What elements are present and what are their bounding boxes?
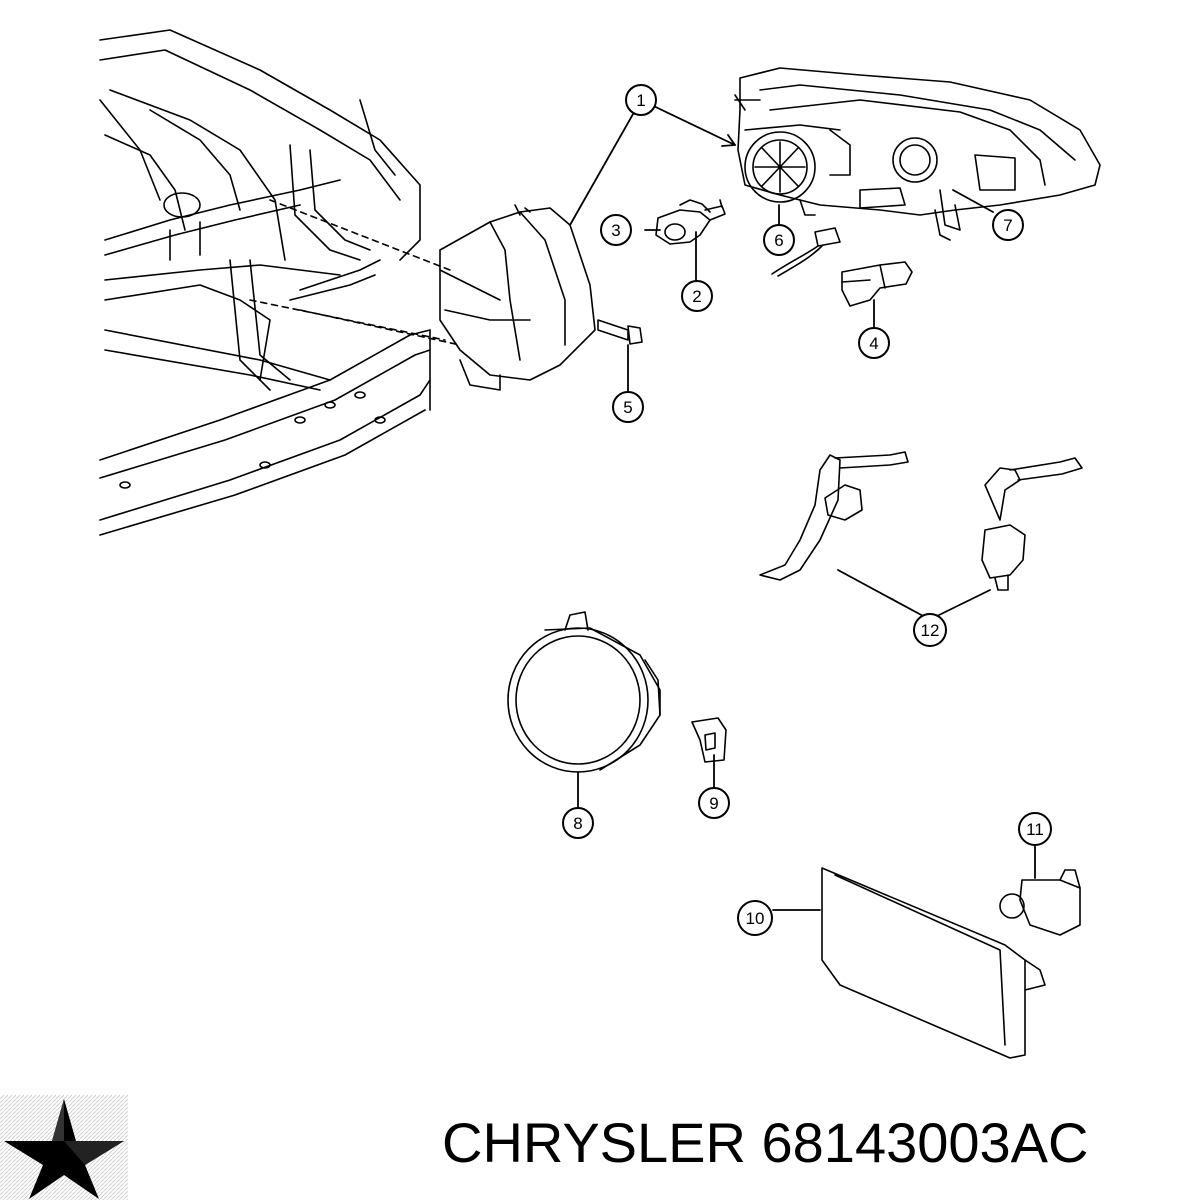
leveling-sensor-left [759, 451, 909, 581]
leader-lines [569, 99, 1036, 911]
bulb-socket [999, 869, 1081, 936]
bulb-part-4 [841, 261, 913, 307]
svg-text:5: 5 [623, 398, 632, 417]
svg-text:7: 7 [1003, 216, 1012, 235]
callout-6: 6 [763, 224, 795, 256]
clip-part [691, 717, 727, 763]
svg-text:9: 9 [709, 794, 718, 813]
connector-wire [771, 227, 841, 277]
callout-8: 8 [562, 807, 594, 839]
callout-9: 9 [698, 787, 730, 819]
brand-part-label: CHRYSLER 68143003AC [442, 1110, 1088, 1175]
headlamp-assembly-left [439, 204, 596, 391]
vehicle-front-structure [99, 29, 461, 536]
svg-text:4: 4 [869, 334, 878, 353]
svg-text:6: 6 [774, 231, 783, 250]
fog-lamp [507, 611, 661, 773]
svg-text:3: 3 [611, 221, 620, 240]
callouts: 1 2 3 4 5 6 7 8 9 10 11 12 [562, 84, 1052, 936]
leveling-sensor-right [981, 457, 1083, 591]
svg-text:1: 1 [636, 91, 645, 110]
callout-3: 3 [600, 214, 632, 246]
svg-text:8: 8 [573, 814, 582, 833]
part-number: 68143003AC [761, 1111, 1089, 1174]
callout-5: 5 [612, 391, 644, 423]
svg-text:11: 11 [1026, 820, 1044, 839]
callout-10: 10 [737, 900, 773, 936]
callout-4: 4 [858, 327, 890, 359]
callout-11: 11 [1018, 812, 1052, 846]
callout-12: 12 [913, 613, 947, 647]
callout-2: 2 [681, 280, 713, 312]
callout-7: 7 [992, 209, 1024, 241]
svg-text:12: 12 [921, 621, 940, 640]
brand-name: CHRYSLER [442, 1111, 746, 1174]
callout-1: 1 [625, 84, 657, 116]
bulb-part [655, 199, 726, 245]
svg-text:10: 10 [746, 909, 765, 928]
svg-text:2: 2 [692, 287, 701, 306]
chrysler-pentastar-icon [0, 1095, 128, 1200]
bolt-part [597, 319, 643, 345]
side-marker-lamp [821, 867, 1046, 1059]
headlamp-assembly-right [734, 67, 1101, 241]
